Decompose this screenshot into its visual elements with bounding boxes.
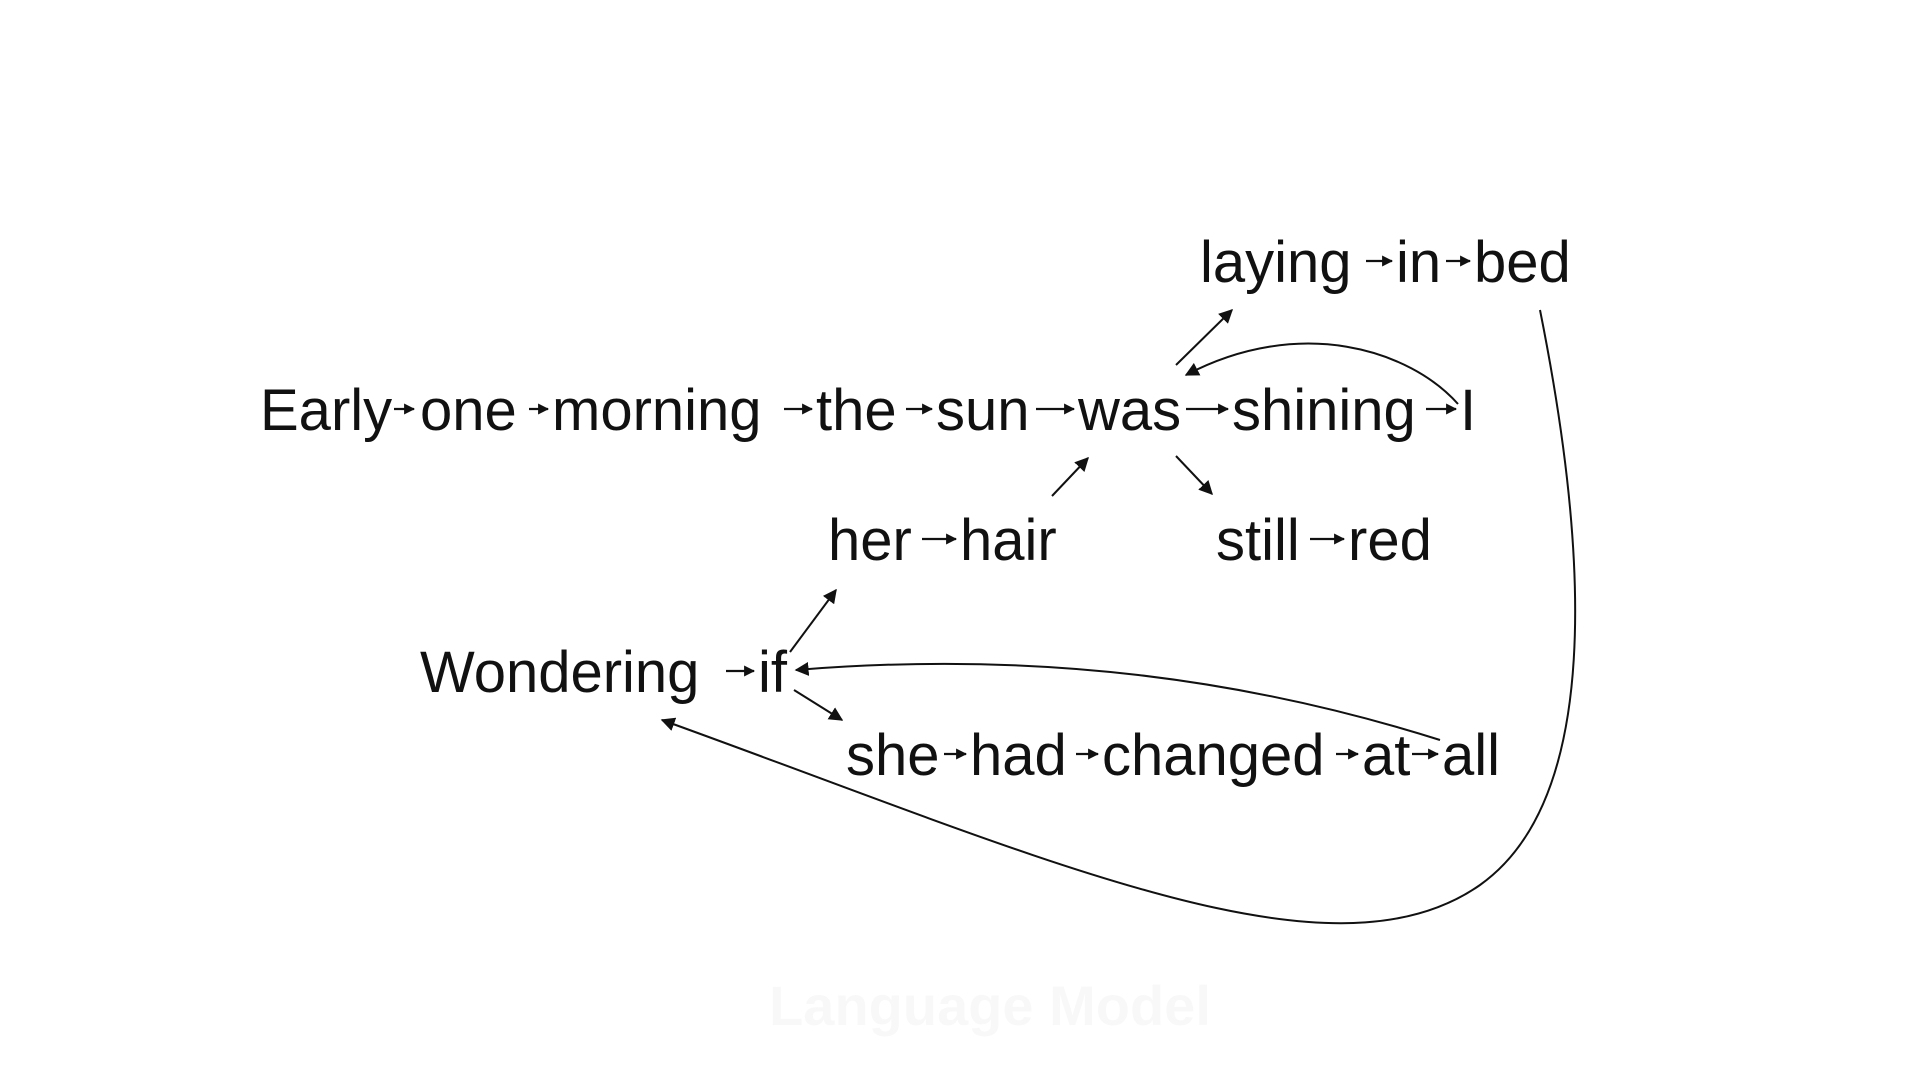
word-i: I [1460,378,1476,443]
word-all: all [1442,723,1500,788]
main-sequence-row: Early one morning the sun was shining I [260,378,1476,443]
word-at: at [1362,723,1410,788]
word-bed: bed [1474,230,1571,295]
arrow-i-back-to-was [1184,342,1459,405]
branch-laying-in-bed: laying in bed [1200,230,1571,295]
word-laying: laying [1200,230,1352,295]
word-morning: morning [552,378,762,443]
word-sun: sun [936,378,1030,443]
word-wondering: Wondering [420,640,699,705]
word-hair: hair [960,508,1057,573]
word-if: if [758,640,788,705]
branch-she-had-changed-at-all: she had changed at all [846,723,1500,788]
word-still: still [1216,508,1300,573]
arrow-bed-to-wondering [660,309,1577,925]
arrow-if-to-she [793,689,844,721]
arrow-if-to-her [789,588,837,653]
branch-her-hair: her hair [828,508,1057,573]
branch-wondering-if: Wondering if [420,640,788,705]
watermark-text: Language Model [769,974,1211,1037]
arrow-was-to-still [1175,455,1213,496]
word-her: her [828,508,912,573]
word-red: red [1348,508,1432,573]
word-was: was [1077,378,1181,443]
branch-still-red: still red [1216,508,1432,573]
word-changed: changed [1102,723,1325,788]
word-one: one [420,378,517,443]
word-she: she [846,723,940,788]
arrow-hair-to-was [1051,456,1089,497]
word-in: in [1396,230,1441,295]
word-early: Early [260,378,392,443]
arrow-all-back-to-if [794,661,1441,741]
arrow-was-to-laying [1175,309,1233,366]
word-shining: shining [1232,378,1416,443]
word-had: had [970,723,1067,788]
word-the: the [816,378,897,443]
